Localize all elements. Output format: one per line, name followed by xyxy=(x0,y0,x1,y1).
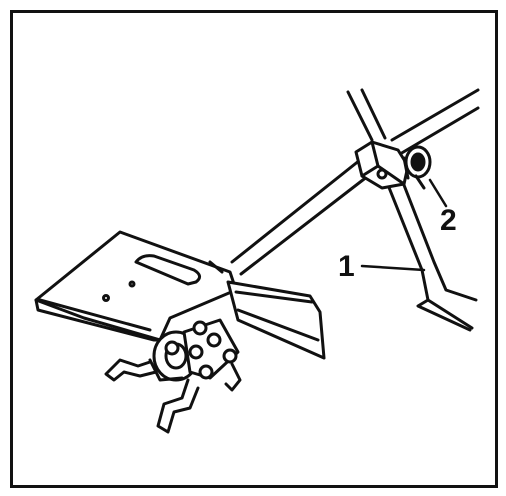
deflector-plate xyxy=(34,230,238,342)
side-guard xyxy=(226,280,326,360)
tine-assembly xyxy=(148,318,240,382)
callout-label-handle: 1 xyxy=(338,250,355,283)
drive-shaft xyxy=(230,88,480,276)
handle-bar xyxy=(346,88,478,332)
clamp-knob xyxy=(402,145,432,190)
illustration-frame xyxy=(10,10,498,488)
callout-label-knob: 2 xyxy=(440,204,457,237)
callout-leaders xyxy=(360,178,448,272)
tines xyxy=(104,358,242,434)
